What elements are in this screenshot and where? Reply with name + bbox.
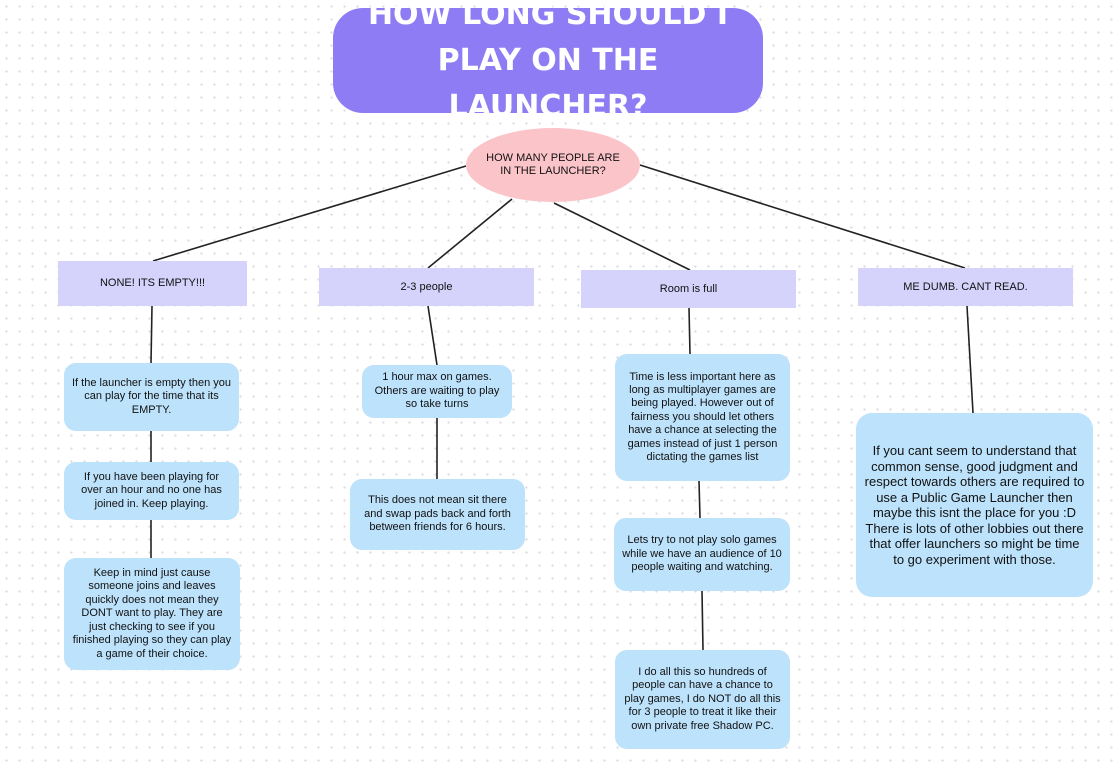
note-empty-1: If the launcher is empty then you can pl… [64,363,239,431]
connector-full-note2-to-note3 [701,590,704,651]
connector-full-note1-to-note2 [698,480,701,519]
note-empty-2: If you have been playing for over an hou… [64,462,239,520]
category-2-3-people: 2-3 people [319,268,534,306]
connector-question-to-few [427,198,513,269]
connector-question-to-full [553,202,691,271]
connector-empty-to-note1 [150,305,153,364]
category-cant-read: ME DUMB. CANT READ. [858,268,1073,306]
category-room-full: Room is full [581,270,796,308]
connector-few-to-note1 [427,305,438,366]
connector-question-to-empty [152,165,467,262]
question-bubble: HOW MANY PEOPLE ARE IN THE LAUNCHER? [466,128,640,202]
connector-question-to-dumb [639,164,966,269]
note-full-2: Lets try to not play solo games while we… [614,518,790,591]
note-full-3: I do all this so hundreds of people can … [615,650,790,749]
category-empty: NONE! ITS EMPTY!!! [58,261,247,306]
note-few-1: 1 hour max on games. Others are waiting … [362,365,512,418]
note-cant-read-1: If you cant seem to understand that comm… [856,413,1093,597]
page-title: HOW LONG SHOULD I PLAY ON THE LAUNCHER? [333,0,763,124]
connector-full-to-note1 [688,307,691,355]
connector-dumb-to-note1 [966,305,974,414]
note-full-1: Time is less important here as long as m… [615,354,790,481]
note-few-2: This does not mean sit there and swap pa… [350,479,525,550]
note-empty-3: Keep in mind just cause someone joins an… [64,558,240,670]
